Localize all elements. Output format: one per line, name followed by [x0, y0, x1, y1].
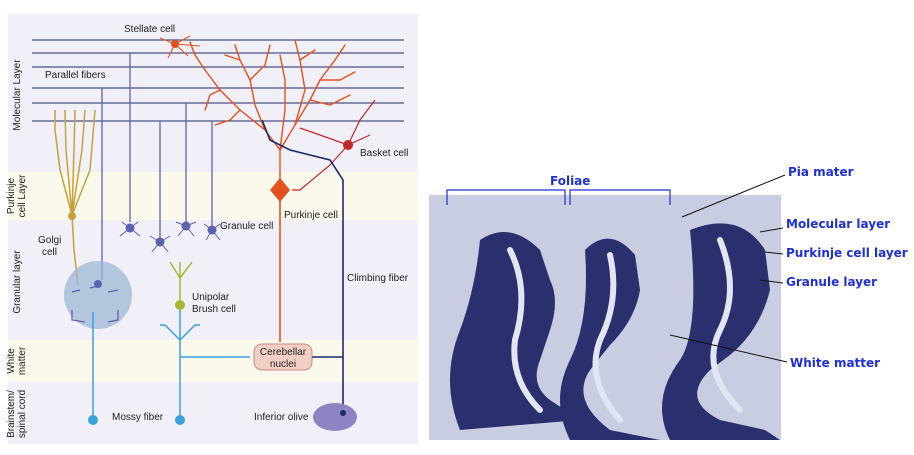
histology-svg: Foliae Pia mater Molecular layer Purkinj…	[429, 165, 908, 440]
pointer-lines	[669, 174, 788, 363]
cerebellum-histology: Foliae Pia mater Molecular layer Purkinj…	[420, 0, 914, 450]
layer-label-white: White matter	[6, 346, 28, 375]
label-foliae: Foliae	[550, 174, 590, 188]
label-mossy: Mossy fiber	[112, 412, 164, 423]
svg-text:cell Layer: cell Layer	[17, 174, 28, 217]
mossy-fiber-terminal-1	[88, 415, 98, 425]
purkinje-dendrites	[189, 39, 356, 186]
white-matter-tracts	[507, 237, 743, 423]
stellate-soma	[171, 40, 179, 48]
layer-label-molecular: Molecular Layer	[12, 59, 23, 131]
svg-text:Purkinje: Purkinje	[6, 178, 17, 215]
golgi-soma	[68, 212, 76, 220]
cerebellar-nuclei-label-2: nuclei	[270, 359, 296, 370]
label-stellate: Stellate cell	[124, 24, 175, 35]
label-purkinje-cell-layer: Purkinje cell layer	[786, 246, 908, 260]
layer-label-purkinje: Purkinje cell Layer	[6, 174, 28, 217]
label-granule-layer: Granule layer	[786, 275, 877, 289]
label-granule: Granule cell	[220, 221, 273, 232]
foliae-bracket	[446, 189, 671, 205]
layer-label-brainstem: Brainstem/ spinal cord	[6, 390, 28, 438]
basket-soma	[343, 140, 353, 150]
glomerulus	[64, 261, 132, 329]
band-brainstem	[8, 382, 418, 444]
mossy-fiber-terminal-2	[175, 415, 185, 425]
svg-text:White: White	[6, 348, 17, 374]
cerebellar-nuclei-label-1: Cerebellar	[260, 347, 307, 358]
mossy-fibers	[92, 310, 250, 418]
label-golgi-1: Golgi	[38, 235, 61, 246]
inferior-olive	[313, 403, 357, 431]
svg-text:matter: matter	[17, 346, 28, 375]
label-white-matter: White matter	[790, 356, 880, 370]
label-unipolar-1: Unipolar	[192, 292, 230, 303]
label-basket: Basket cell	[360, 148, 408, 159]
stellate-cell	[159, 35, 201, 59]
label-purkinje: Purkinje cell	[284, 210, 338, 221]
label-parallel-fibers: Parallel fibers	[45, 70, 106, 81]
label-molecular-layer: Molecular layer	[786, 217, 890, 231]
granule-layer-center	[560, 238, 660, 440]
cerebellar-circuit-diagram: Molecular Layer Purkinje cell Layer Gran…	[0, 0, 420, 450]
label-pia-mater: Pia mater	[788, 165, 854, 179]
band-purkinje	[8, 172, 418, 220]
glomerulus-granule	[94, 280, 102, 288]
svg-text:Brainstem/: Brainstem/	[6, 390, 17, 438]
band-white	[8, 340, 418, 382]
label-golgi-2: cell	[42, 247, 57, 258]
label-climbing: Climbing fiber	[347, 273, 409, 284]
granule-cells	[119, 221, 221, 253]
purkinje-soma	[270, 178, 290, 202]
svg-text:spinal cord: spinal cord	[17, 390, 28, 438]
basket-cell	[292, 99, 376, 191]
unipolar-brush-cell	[169, 261, 193, 300]
unipolar-soma	[175, 300, 185, 310]
circuit-svg: Molecular Layer Purkinje cell Layer Gran…	[6, 14, 418, 444]
layer-label-granular: Granular layer	[12, 250, 23, 314]
label-unipolar-2: Brush cell	[192, 304, 236, 315]
climbing-fiber	[261, 119, 344, 412]
granule-axons	[101, 53, 213, 280]
olive-neuron	[340, 410, 346, 416]
label-inferior-olive: Inferior olive	[254, 412, 309, 423]
